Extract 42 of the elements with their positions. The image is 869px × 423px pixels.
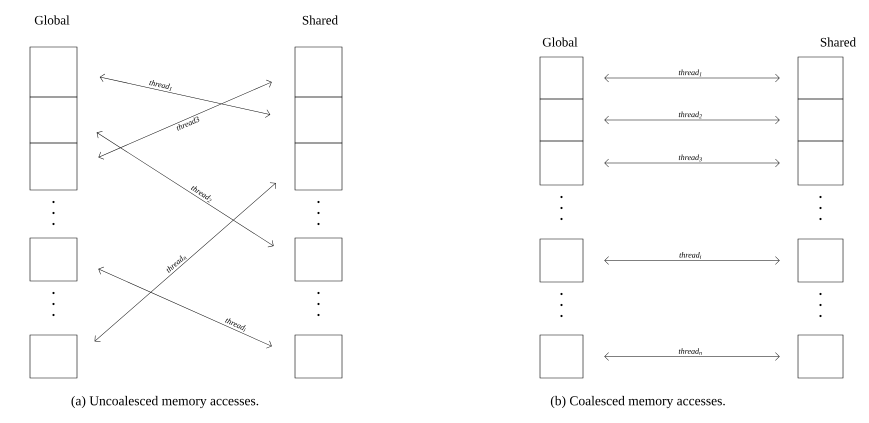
memory-cell xyxy=(798,238,844,282)
double-arrow xyxy=(604,116,780,124)
memory-cell xyxy=(798,140,844,186)
edge-label: thread$_{i}$ xyxy=(679,252,702,259)
memory-cell xyxy=(294,238,342,282)
memory-cell xyxy=(30,238,78,282)
memory-cell xyxy=(294,96,342,144)
memory-cell xyxy=(294,334,342,378)
double-arrow xyxy=(604,256,780,265)
column-heading: Global xyxy=(34,15,70,25)
memory-cell xyxy=(540,98,584,142)
edge-label: thread$_{n}$ xyxy=(678,348,702,355)
memory-cell xyxy=(30,46,78,98)
double-arrow xyxy=(96,131,274,248)
memory-cell xyxy=(540,238,584,282)
memory-cell xyxy=(294,142,342,190)
double-arrow xyxy=(94,182,276,342)
double-arrow xyxy=(98,80,272,160)
memory-cell xyxy=(30,96,78,144)
edge-label: thread$_{3}$ xyxy=(678,154,702,162)
memory-cell xyxy=(540,56,584,100)
double-arrow xyxy=(98,266,272,348)
memory-cell xyxy=(30,334,78,378)
caption: (a) Uncoalesced memory accesses. xyxy=(72,396,258,408)
edge-label: thread$_{1}$ xyxy=(149,80,172,91)
double-arrow xyxy=(604,352,780,361)
memory-cell xyxy=(540,334,584,378)
edge-label: thread$_{1}$ xyxy=(678,70,702,76)
memory-cell xyxy=(798,98,844,142)
double-arrow xyxy=(100,74,270,118)
edge-label: thread$_{2}$ xyxy=(678,112,702,118)
memory-cell xyxy=(798,56,844,100)
column-heading: Shared xyxy=(302,15,338,25)
memory-cell xyxy=(540,140,584,186)
edge-label: thread$_{i}$ xyxy=(225,318,246,332)
caption: (b) Coalesced memory accesses. xyxy=(550,396,725,408)
double-arrow xyxy=(604,74,780,82)
memory-cell xyxy=(294,46,342,98)
memory-cell xyxy=(798,334,844,378)
double-arrow xyxy=(604,158,780,168)
memory-cell xyxy=(30,142,78,190)
column-heading: Shared xyxy=(820,37,856,47)
